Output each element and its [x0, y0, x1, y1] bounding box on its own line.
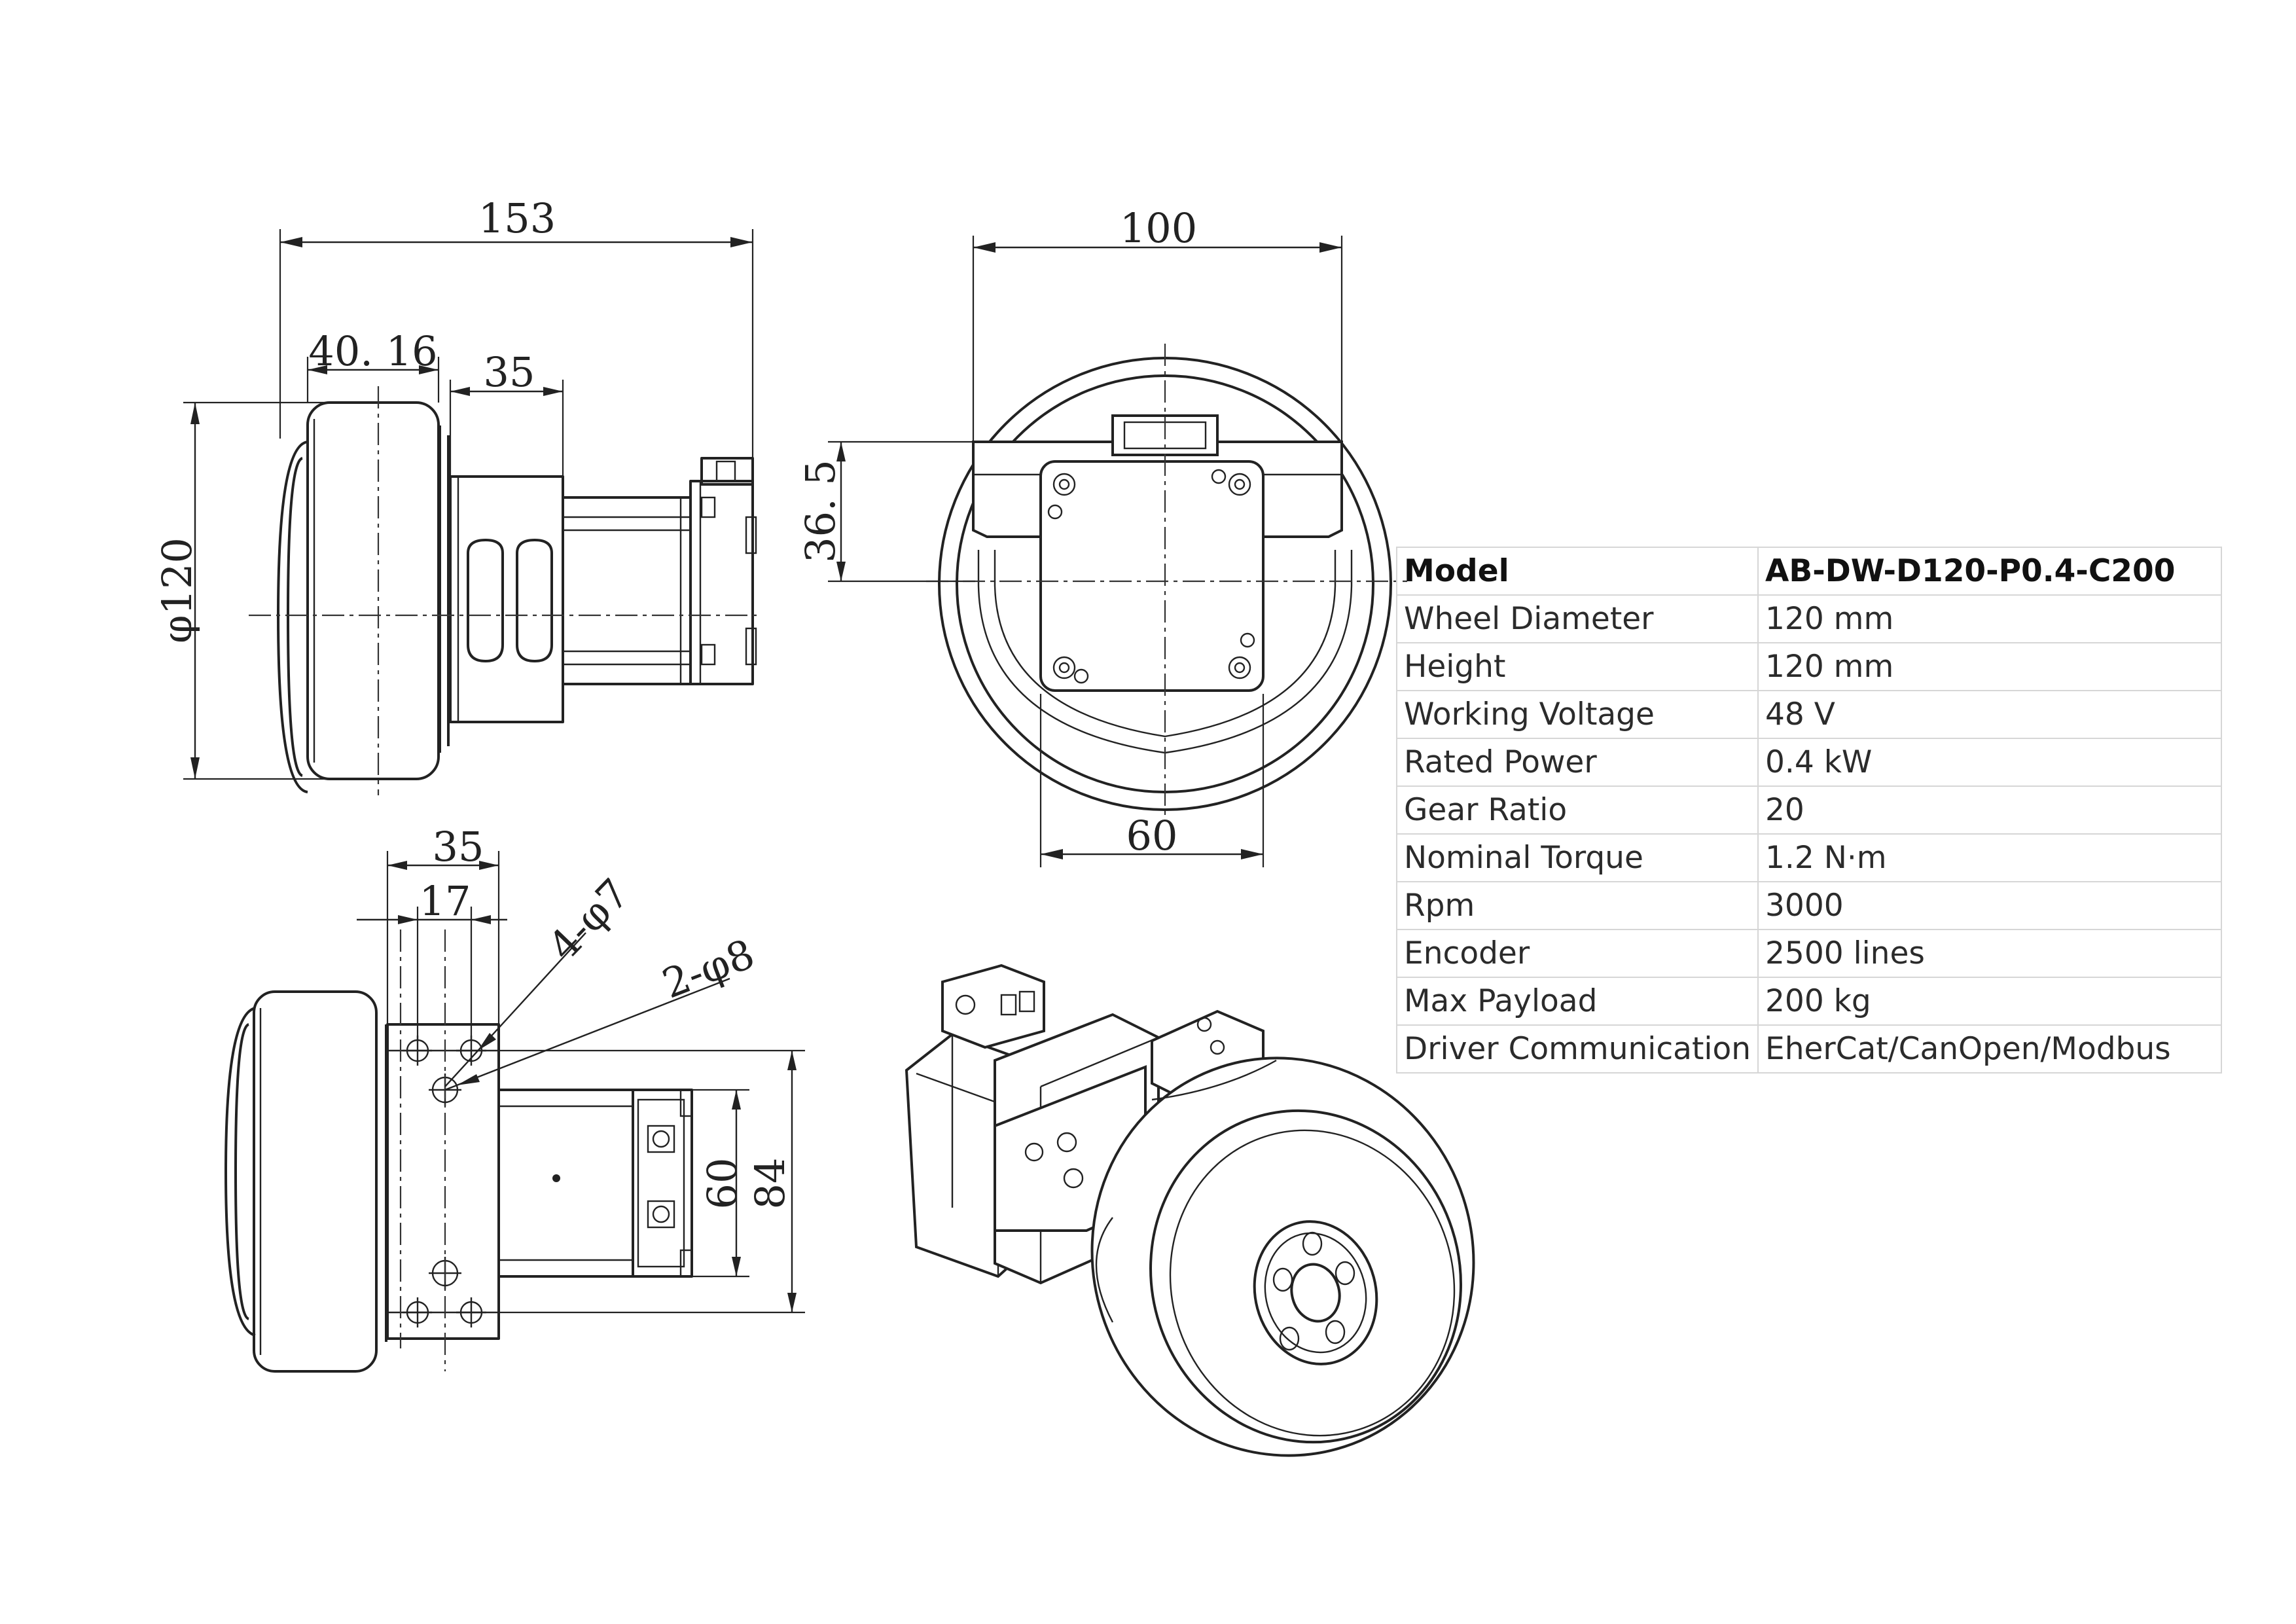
spec-table: Model AB-DW-D120-P0.4-C200 Wheel Diamete…: [1395, 547, 2222, 1074]
dim-hole-spacing: 17: [420, 877, 471, 925]
dim-bracket-width: 35: [484, 348, 535, 396]
table-row: Rated Power 0.4 kW: [1395, 738, 2222, 787]
dim-top-bracket-width: 35: [433, 823, 484, 871]
table-row: Rpm 3000: [1395, 881, 2222, 930]
spec-label: Working Voltage: [1395, 690, 1759, 739]
spec-label: Nominal Torque: [1395, 833, 1759, 882]
isometric-view: [905, 964, 1475, 1457]
side-view: 153 40. 16 35 φ120: [153, 194, 759, 795]
spec-value: EherCat/CanOpen/Modbus: [1757, 1024, 2222, 1074]
dim-small-holes: 4-φ7: [539, 869, 639, 970]
table-row: Nominal Torque 1.2 N·m: [1395, 833, 2222, 882]
top-view: 35 17 4-φ7 2-φ8 60 84: [224, 823, 805, 1373]
spec-label: Wheel Diameter: [1395, 594, 1759, 643]
table-row: Encoder 2500 lines: [1395, 929, 2222, 978]
table-header-row: Model AB-DW-D120-P0.4-C200: [1395, 547, 2222, 596]
spec-label: Encoder: [1395, 929, 1759, 978]
spec-label: Model: [1395, 547, 1759, 596]
dim-wheel-diameter: φ120: [153, 537, 201, 643]
spec-value: 120 mm: [1757, 642, 2222, 691]
table-row: Driver Communication EherCat/CanOpen/Mod…: [1395, 1024, 2222, 1074]
dim-motor-width: 60: [1126, 812, 1178, 859]
spec-value: 20: [1757, 785, 2222, 835]
spec-label: Max Payload: [1395, 977, 1759, 1026]
spec-label: Height: [1395, 642, 1759, 691]
front-view: 100 36. 5 60: [797, 204, 1407, 867]
spec-value: 200 kg: [1757, 977, 2222, 1026]
spec-label: Rated Power: [1395, 738, 1759, 787]
table-row: Gear Ratio 20: [1395, 785, 2222, 835]
spec-value: 2500 lines: [1757, 929, 2222, 978]
spec-value: 120 mm: [1757, 594, 2222, 643]
spec-value: 48 V: [1757, 690, 2222, 739]
spec-value: 3000: [1757, 881, 2222, 930]
table-row: Working Voltage 48 V: [1395, 690, 2222, 739]
spec-value: 1.2 N·m: [1757, 833, 2222, 882]
dim-top-motor-height: 60: [698, 1158, 746, 1210]
spec-label: Rpm: [1395, 881, 1759, 930]
spec-value: AB-DW-D120-P0.4-C200: [1757, 547, 2222, 596]
table-row: Max Payload 200 kg: [1395, 977, 2222, 1026]
dim-center-height: 36. 5: [797, 460, 844, 563]
spec-value: 0.4 kW: [1757, 738, 2222, 787]
dim-top-bracket-height: 84: [746, 1158, 794, 1210]
dim-large-holes: 2-φ8: [656, 929, 761, 1007]
table-row: Wheel Diameter 120 mm: [1395, 594, 2222, 643]
table-row: Height 120 mm: [1395, 642, 2222, 691]
dim-overall-length: 153: [478, 194, 556, 242]
dim-wheel-width: 40. 16: [308, 327, 437, 375]
spec-label: Gear Ratio: [1395, 785, 1759, 835]
dim-front-width: 100: [1120, 204, 1197, 252]
spec-label: Driver Communication: [1395, 1024, 1759, 1074]
